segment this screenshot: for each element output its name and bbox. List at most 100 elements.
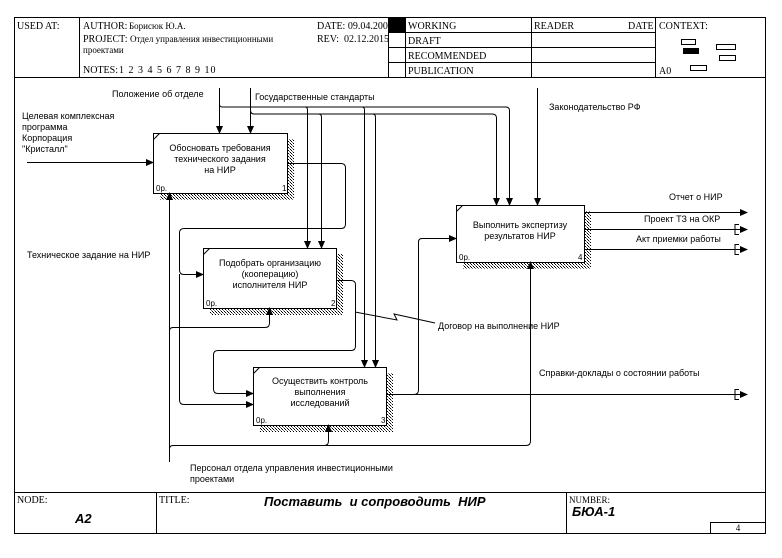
header-divider xyxy=(388,62,655,63)
box-1-corner-tick xyxy=(153,133,160,140)
activity-box-3[interactable] xyxy=(253,367,387,426)
footer-divider xyxy=(156,492,157,534)
reader-date-label: DATE xyxy=(628,21,654,32)
label-control-standards: Государственные стандарты xyxy=(255,92,375,102)
header-frame xyxy=(14,17,766,78)
tunnel-icon xyxy=(734,389,739,400)
arrow-control-standards-box4[interactable] xyxy=(250,109,500,206)
label-output-report: Отчет о НИР xyxy=(669,192,723,202)
date-field: DATE: 09.04.2005 xyxy=(317,21,388,32)
node-value: A2 xyxy=(75,511,92,526)
box-1-title-line: технического задания xyxy=(174,154,266,164)
used-at-label: USED AT: xyxy=(17,21,60,32)
label-output-act: Акт приемки работы xyxy=(636,234,721,244)
status-publication: PUBLICATION xyxy=(408,66,474,77)
box-3-title-line: Осуществить контроль xyxy=(272,376,368,386)
diagram-frame xyxy=(14,77,766,493)
footer-frame xyxy=(14,492,766,534)
arrow-control-regulation-box2[interactable] xyxy=(304,106,311,249)
arrow-control-regulation-box3[interactable] xyxy=(361,106,368,368)
number-value: БЮА-1 xyxy=(572,504,616,519)
project-label: PROJECT: xyxy=(83,34,128,45)
arrow-tz-box1-to-box2[interactable] xyxy=(179,163,346,278)
status-draft: DRAFT xyxy=(408,36,441,47)
box-2-corner-tick xyxy=(203,248,210,255)
tunnel-icon xyxy=(734,224,739,235)
arrow-tz-box1-to-box3[interactable] xyxy=(179,274,254,408)
project-value-cont: проектами xyxy=(83,45,124,55)
header-divider xyxy=(655,17,656,78)
node-label: NODE: xyxy=(17,495,48,506)
box-2-title-line: Подобрать организацию xyxy=(219,258,321,268)
box-3-title-line: выполнения xyxy=(294,387,345,397)
box-1-number: 1 xyxy=(282,184,287,193)
box-3-number: 3 xyxy=(381,416,386,425)
arrow-control-standards-box3[interactable] xyxy=(371,113,379,368)
label-contract: Договор на выполнение НИР xyxy=(438,321,560,331)
arrow-mechanism-box3[interactable] xyxy=(323,424,332,446)
author-value: Борисюк Ю.А. xyxy=(129,21,186,31)
box-3-shadow xyxy=(260,425,393,432)
label-tz: Техническое задание на НИР xyxy=(27,250,150,260)
box-2-title-line: исполнителя НИР xyxy=(233,280,308,290)
box-4-corner-tick xyxy=(456,205,463,212)
label-input-program: Корпорация xyxy=(22,133,72,143)
label-control-law: Законодательство РФ xyxy=(549,102,641,112)
box-2-title-line: (кооперацию) xyxy=(242,269,299,279)
box-4-number: 4 xyxy=(578,253,583,262)
label-control-regulation: Положение об отделе xyxy=(112,89,204,99)
arrow-control-regulation-box4[interactable] xyxy=(219,103,513,206)
box-4-shadow xyxy=(463,262,591,269)
box-1-title-line: Обосновать требования xyxy=(169,143,270,153)
diagram-title: Поставить и сопроводить НИР xyxy=(264,494,486,509)
rev-field: REV: 02.12.2015 xyxy=(317,34,388,45)
box-2-shadow xyxy=(210,308,343,315)
tunnel-icon xyxy=(734,244,739,255)
header-divider xyxy=(388,32,655,33)
label-input-program: "Кристалл" xyxy=(22,144,68,154)
arrow-box3-to-box4[interactable] xyxy=(413,235,457,395)
arrow-mechanism-box4[interactable] xyxy=(169,261,534,450)
box-4-shadow xyxy=(584,211,591,269)
box-3-title-line: исследований xyxy=(290,398,349,408)
context-box xyxy=(716,44,736,50)
box-1-title-line: на НИР xyxy=(204,165,235,175)
box-1-shadow xyxy=(287,139,294,200)
context-node: A0 xyxy=(659,66,672,77)
arrow-contract-box2-to-box3[interactable] xyxy=(213,280,356,397)
contract-label-leader xyxy=(354,311,436,324)
status-working: WORKING xyxy=(408,21,457,32)
box-3-shadow xyxy=(386,373,393,432)
context-label: CONTEXT: xyxy=(659,21,708,32)
context-box-current xyxy=(683,48,699,54)
box-1-cost: 0р. xyxy=(156,184,167,193)
context-box xyxy=(719,55,736,61)
rev-value: 02.12.2015 xyxy=(344,34,388,45)
label-output-project: Проект ТЗ на ОКР xyxy=(644,214,720,224)
notes-value: 1 2 3 4 5 6 7 8 9 10 xyxy=(119,65,217,76)
reader-label: READER xyxy=(534,21,574,32)
arrow-control-standards-box2[interactable] xyxy=(317,113,325,249)
project-value: Отдел управления инвестиционными xyxy=(130,34,274,44)
label-input-program: программа xyxy=(22,122,68,132)
box-4-title-line: результатов НИР xyxy=(484,231,556,241)
header-divider xyxy=(388,47,655,48)
arrow-mechanism-box2[interactable] xyxy=(169,307,273,332)
activity-box-4[interactable] xyxy=(456,205,585,263)
activity-box-2[interactable] xyxy=(203,248,337,309)
header-divider xyxy=(79,17,80,78)
notes-label: NOTES: xyxy=(83,65,118,76)
box-4-title-line: Выполнить экспертизу xyxy=(473,220,568,230)
box-3-cost: 0р. xyxy=(256,416,267,425)
author-label: AUTHOR: xyxy=(83,21,128,32)
date-label: DATE: xyxy=(317,21,346,32)
label-mechanism-staff: Персонал отдела управления инвестиционны… xyxy=(190,463,393,473)
box-2-cost: 0р. xyxy=(206,299,217,308)
status-recommended: RECOMMENDED xyxy=(408,51,487,62)
box-1-shadow xyxy=(160,193,294,200)
box-2-number: 2 xyxy=(331,299,336,308)
date-value: 09.04.2005 xyxy=(347,21,388,32)
label-output-status: Справки-доклады о состоянии работы xyxy=(539,368,700,378)
number-label: NUMBER: xyxy=(569,495,611,505)
